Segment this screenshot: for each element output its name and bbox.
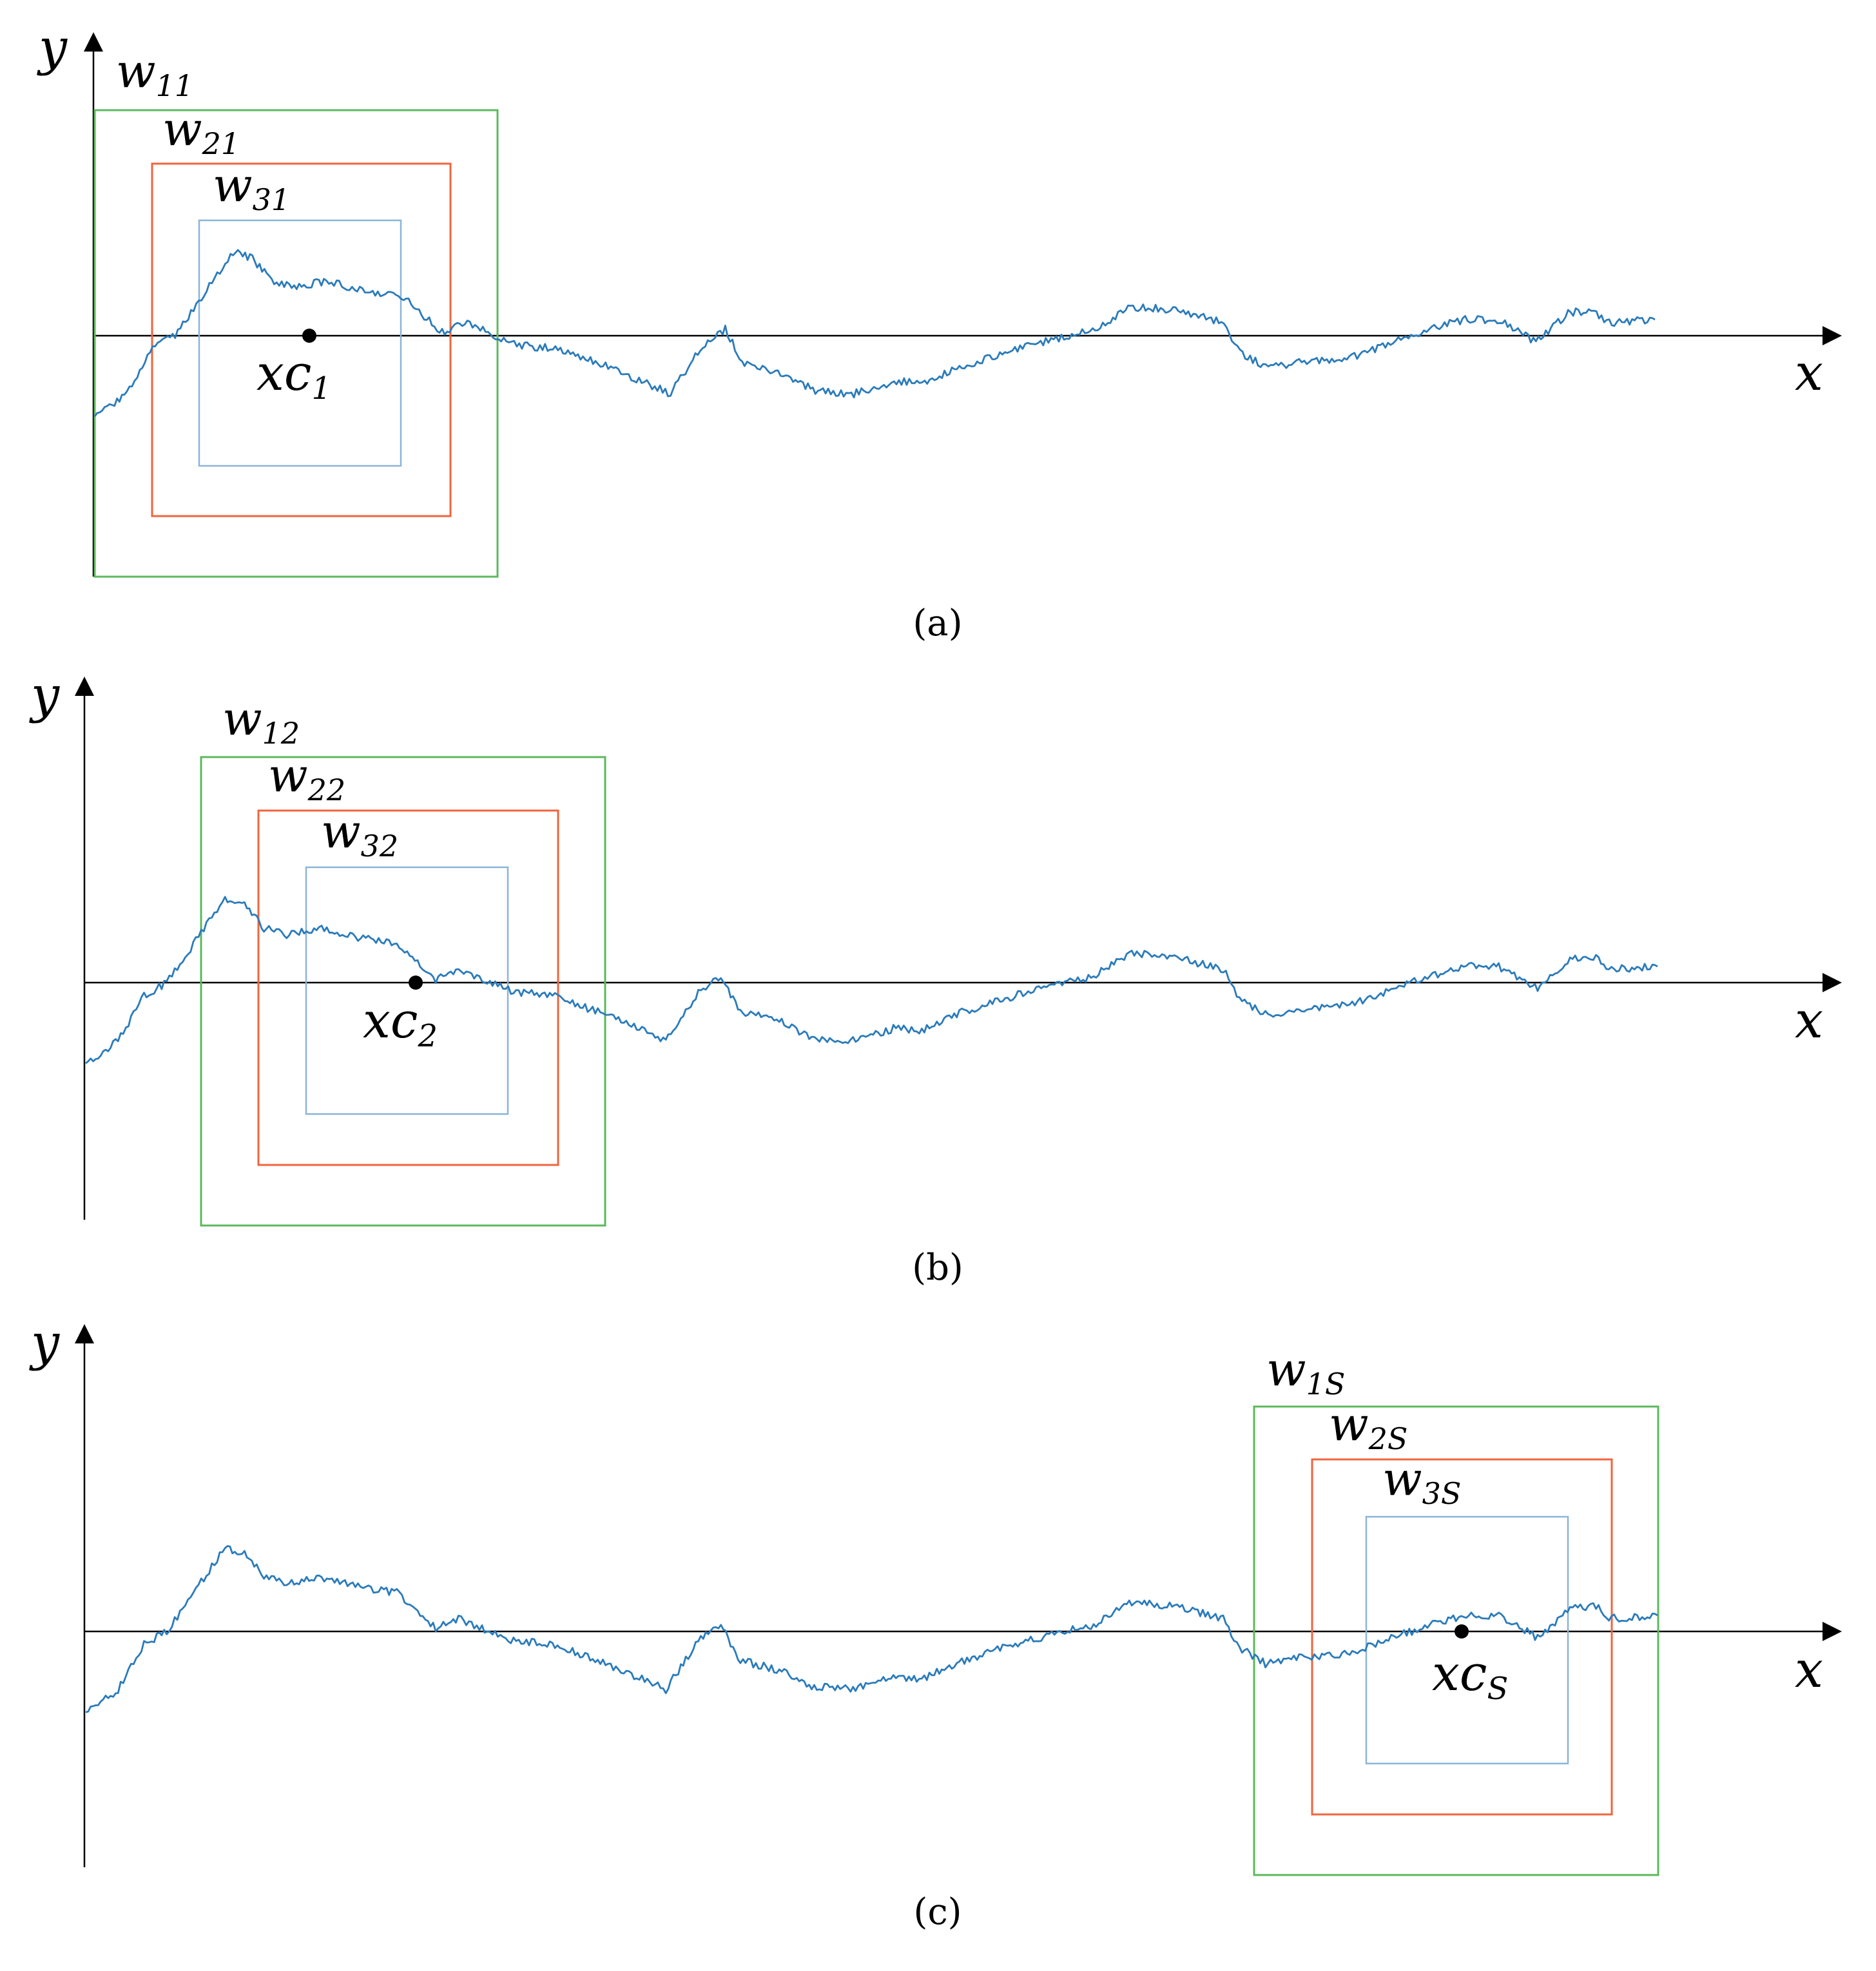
window-3-rect: [305, 866, 509, 1115]
x-axis-arrow-icon: [1823, 1622, 1842, 1641]
x-axis-label: x: [1795, 344, 1823, 402]
center-point-label: xc1: [256, 344, 331, 407]
center-point-dot: [302, 329, 316, 343]
center-point-dot: [409, 976, 423, 990]
window-2-label: w22: [268, 748, 345, 807]
x-axis-label: x: [1795, 1641, 1823, 1699]
y-axis-label: y: [29, 666, 60, 724]
y-axis-arrow-icon: [84, 32, 103, 52]
window-2-rect: [1311, 1458, 1613, 1816]
signal-trace: [93, 249, 1656, 418]
window-1-rect: [1253, 1405, 1659, 1876]
signal-trace: [85, 1545, 1658, 1713]
window-3-rect: [1365, 1515, 1569, 1765]
window-2-label: w21: [162, 102, 240, 161]
x-axis-label: x: [1795, 992, 1823, 1050]
panel-caption-c: (c): [913, 1891, 962, 1933]
window-3-label: w31: [213, 158, 290, 217]
window-2-rect: [257, 809, 559, 1166]
window-3-rect: [198, 219, 402, 467]
window-3-label: w32: [321, 804, 398, 863]
y-axis-arrow-icon: [75, 1324, 94, 1343]
window-1-label: w12: [222, 691, 300, 751]
window-3-label: w3S: [1382, 1452, 1461, 1511]
signal-trace: [85, 896, 1658, 1064]
y-axis-label: y: [37, 19, 68, 77]
window-1-rect: [93, 109, 499, 578]
center-point-label: xcS: [1432, 1644, 1508, 1707]
y-axis-arrow-icon: [75, 677, 94, 696]
window-2-rect: [151, 162, 452, 517]
window-1-label: w11: [116, 44, 193, 103]
y-axis-label: y: [29, 1314, 60, 1372]
x-axis-arrow-icon: [1823, 973, 1842, 992]
panel-caption-a: (a): [913, 602, 963, 644]
center-point-dot: [1455, 1624, 1469, 1639]
center-point-label: xc2: [363, 992, 438, 1054]
window-2-label: w2S: [1329, 1397, 1407, 1456]
window-1-rect: [200, 756, 606, 1227]
panel-caption-b: (b): [912, 1247, 963, 1289]
window-1-label: w1S: [1266, 1342, 1345, 1401]
x-axis-arrow-icon: [1823, 326, 1842, 345]
